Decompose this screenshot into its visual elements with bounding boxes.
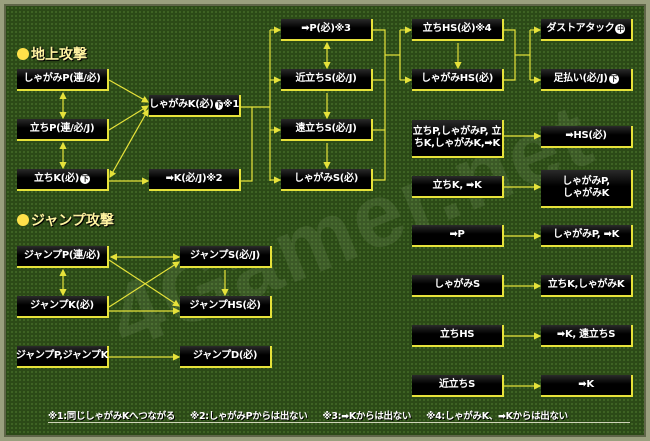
move-label: 近立ちS(必/J)	[295, 73, 357, 84]
move-label: しゃがみK(必)	[149, 99, 214, 110]
heading-text: ジャンプ攻撃	[31, 213, 114, 229]
footnote: ※1:同じしゃがみKへつながる	[48, 411, 176, 422]
move-stand-p: 立ちP(連/必/J)	[17, 119, 109, 141]
move-forward-k: ➡K(必/J)※2	[149, 169, 241, 191]
move-label: ジャンプS(必/J)	[190, 250, 260, 261]
move-label: 立ちK, ➡K	[432, 180, 482, 191]
footnote-ref: ※2	[206, 173, 223, 184]
move-jump-p: ジャンプP(連/必)	[17, 246, 109, 268]
bullet-icon	[17, 214, 29, 226]
move-label: 立ちHS	[439, 329, 475, 340]
edge	[108, 261, 181, 308]
move-label: しゃがみP, ➡K	[552, 229, 620, 240]
move-label: 立ちK(必)	[33, 173, 80, 184]
footnote: ※3:➡Kからは出ない	[322, 411, 412, 422]
pair-from: 近立ちS	[412, 375, 504, 397]
heading-text: 地上攻撃	[31, 47, 87, 63]
move-label: ➡P(必)	[301, 23, 335, 34]
move-label: 立ちHS(必)	[422, 23, 476, 34]
move-dust-attack: ダストアタック中	[541, 19, 633, 41]
bullet-icon	[17, 48, 29, 60]
move-label: ジャンプD(必)	[192, 350, 258, 361]
edge	[108, 79, 150, 103]
move-label: 立ちP,しゃがみP, 立ちK,しゃがみK,➡K	[412, 126, 502, 149]
edge	[108, 259, 181, 307]
footnote: ※2:しゃがみPからは出ない	[190, 411, 308, 422]
move-label: ジャンプK(必)	[30, 300, 94, 311]
move-crouch-k: しゃがみK(必)下※1	[149, 95, 241, 117]
pair-to: しゃがみP, しゃがみK	[541, 170, 633, 208]
low-badge-icon: 下	[214, 100, 223, 110]
pair-from: 立ちK, ➡K	[412, 176, 504, 198]
mid-badge-icon: 中	[615, 24, 626, 34]
move-crouch-hs: しゃがみHS(必)	[412, 69, 504, 91]
pair-to: ➡K, 遠立ちS	[541, 325, 633, 347]
heading-jump-attacks: ジャンプ攻撃	[17, 210, 114, 230]
low-badge-icon: 下	[608, 74, 619, 84]
move-label: しゃがみS(必)	[294, 173, 358, 184]
move-crouch-s: しゃがみS(必)	[281, 169, 373, 191]
move-label: ➡P	[449, 229, 465, 240]
move-label: ➡K, 遠立ちS	[556, 329, 616, 340]
move-stand-hs: 立ちHS(必)※4	[412, 19, 504, 41]
move-label: ジャンプP(連/必)	[23, 250, 101, 261]
move-label: しゃがみP(連/必)	[23, 73, 101, 84]
pair-from: しゃがみS	[412, 275, 504, 297]
move-label: しゃがみP, しゃがみK	[562, 176, 610, 199]
move-forward-p: ➡P(必)※3	[281, 19, 373, 41]
pair-from: 立ちP,しゃがみP, 立ちK,しゃがみK,➡K	[412, 120, 504, 158]
move-label: 立ちP(連/必/J)	[29, 123, 95, 134]
pair-from: ➡P	[412, 225, 504, 247]
move-label: ➡K	[578, 379, 594, 390]
move-label: 近立ちS	[438, 379, 475, 390]
move-label: ダストアタック	[546, 23, 615, 34]
move-far-s: 遠立ちS(必/J)	[281, 119, 373, 141]
footnote-ref: ※4	[475, 23, 492, 34]
pair-to: ➡HS(必)	[541, 126, 633, 148]
footnotes: ※1:同じしゃがみKへつながる ※2:しゃがみPからは出ない ※3:➡Kからは出…	[48, 408, 630, 423]
edge	[504, 29, 516, 81]
move-jump-d: ジャンプD(必)	[180, 346, 272, 368]
move-jump-s: ジャンプS(必/J)	[180, 246, 272, 268]
edge	[373, 29, 386, 181]
move-label: ➡K(必/J)	[165, 173, 207, 184]
footnote: ※4:しゃがみK、➡Kからは出ない	[426, 411, 568, 422]
pair-from: 立ちHS	[412, 325, 504, 347]
move-jump-hs: ジャンプHS(必)	[180, 296, 272, 318]
move-label: ジャンプP,ジャンプK	[15, 350, 109, 361]
move-sweep: 足払い(必/J)下	[541, 69, 633, 91]
move-crouch-p: しゃがみP(連/必)	[17, 69, 109, 91]
move-close-s: 近立ちS(必/J)	[281, 69, 373, 91]
move-label: 立ちK,しゃがみK	[547, 279, 625, 290]
footnote-ref: ※1	[222, 99, 239, 110]
footnote-ref: ※3	[334, 23, 351, 34]
move-stand-k: 立ちK(必)下	[17, 169, 109, 191]
move-jump-k: ジャンプK(必)	[17, 296, 109, 318]
edge	[109, 108, 149, 179]
edge	[241, 107, 253, 182]
pair-to: ➡K	[541, 375, 633, 397]
move-label: 遠立ちS(必/J)	[295, 123, 357, 134]
heading-ground-attacks: 地上攻撃	[17, 44, 87, 64]
edge	[108, 105, 150, 131]
move-label: しゃがみHS(必)	[420, 73, 493, 84]
pair-to: しゃがみP, ➡K	[541, 225, 633, 247]
move-label: ➡HS(必)	[565, 130, 607, 141]
low-badge-icon: 下	[80, 174, 91, 184]
move-label: 足払い(必/J)	[553, 73, 608, 84]
move-jump-p-k: ジャンプP,ジャンプK	[15, 346, 109, 368]
pair-to: 立ちK,しゃがみK	[541, 275, 633, 297]
move-label: ジャンプHS(必)	[189, 300, 261, 311]
move-label: しゃがみS	[434, 279, 480, 290]
